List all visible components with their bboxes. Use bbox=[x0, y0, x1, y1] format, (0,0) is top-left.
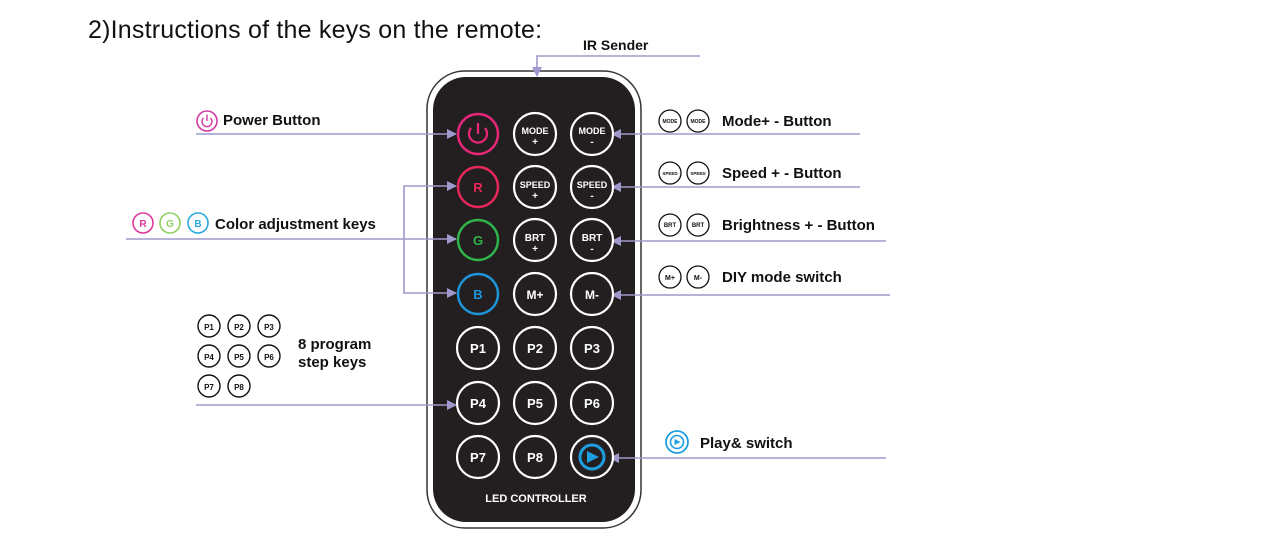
legend-diy-icons: M+ M- bbox=[658, 265, 710, 289]
svg-text:M-: M- bbox=[694, 275, 703, 282]
svg-text:P5: P5 bbox=[234, 353, 244, 362]
svg-text:+: + bbox=[532, 244, 538, 255]
color-keys-label: Color adjustment keys bbox=[215, 216, 376, 233]
remote-footer: LED CONTROLLER bbox=[485, 493, 586, 505]
svg-text:M+: M+ bbox=[665, 275, 675, 282]
ir-sender-label: IR Sender bbox=[583, 37, 649, 53]
legend-pair-icons: MODE MODE SPEED SPEED BRT BRT M+ M- bbox=[658, 109, 710, 289]
legend-brt-icons: BRT BRT bbox=[658, 213, 710, 237]
svg-text:-: - bbox=[590, 137, 593, 148]
red-key[interactable]: R bbox=[456, 165, 500, 209]
svg-text:P3: P3 bbox=[264, 323, 274, 332]
legend-g-icon bbox=[159, 212, 181, 234]
play-switch-key[interactable] bbox=[569, 434, 615, 480]
svg-text:P7: P7 bbox=[204, 383, 214, 392]
mode-minus-key[interactable]: MODE - bbox=[569, 111, 615, 157]
svg-text:P8: P8 bbox=[234, 383, 244, 392]
brt-plus-key[interactable]: BRT + bbox=[512, 217, 558, 263]
svg-text:MODE: MODE bbox=[691, 119, 707, 125]
svg-text:P6: P6 bbox=[584, 396, 600, 411]
annotation-arrows bbox=[126, 55, 890, 463]
power-button-label: Power Button bbox=[223, 112, 321, 129]
program-key-p7[interactable]: P7 bbox=[455, 434, 501, 480]
diy-mode-label: DIY mode switch bbox=[722, 269, 842, 286]
svg-text:P4: P4 bbox=[204, 353, 214, 362]
svg-text:SPEED: SPEED bbox=[662, 171, 678, 176]
svg-text:R: R bbox=[139, 219, 147, 230]
legend-speed-icons: SPEED SPEED bbox=[658, 161, 710, 185]
svg-text:SPEED: SPEED bbox=[577, 180, 608, 190]
svg-text:BRT: BRT bbox=[582, 233, 603, 244]
svg-text:P2: P2 bbox=[234, 323, 244, 332]
svg-text:P7: P7 bbox=[470, 450, 486, 465]
brightness-button-label: Brightness + - Button bbox=[722, 217, 875, 234]
power-icon bbox=[467, 127, 489, 144]
svg-text:B: B bbox=[194, 219, 201, 230]
blue-arrow bbox=[403, 239, 457, 298]
svg-text:M-: M- bbox=[585, 288, 599, 302]
program-key-p2[interactable]: P2 bbox=[512, 325, 558, 371]
svg-text:P1: P1 bbox=[204, 323, 214, 332]
program-keys-label-line2: step keys bbox=[298, 354, 367, 371]
play-icon bbox=[587, 451, 599, 463]
svg-text:P2: P2 bbox=[527, 341, 543, 356]
svg-text:P5: P5 bbox=[527, 396, 543, 411]
program-key-p4[interactable]: P4 bbox=[455, 380, 501, 426]
svg-text:MODE: MODE bbox=[579, 126, 606, 136]
legend-program-icons: P1 P2 P3 P4 P5 P6 P7 P8 bbox=[197, 314, 281, 398]
svg-text:SPEED: SPEED bbox=[690, 171, 706, 176]
legend-rgb-icons: R G B bbox=[132, 212, 209, 234]
svg-text:P8: P8 bbox=[527, 450, 543, 465]
speed-button-label: Speed + - Button bbox=[722, 165, 842, 182]
mode-button-label: Mode+ - Button bbox=[722, 113, 832, 130]
svg-text:B: B bbox=[473, 287, 482, 302]
program-key-p1[interactable]: P1 bbox=[455, 325, 501, 371]
green-key[interactable]: G bbox=[456, 218, 500, 262]
program-key-p8[interactable]: P8 bbox=[512, 434, 558, 480]
svg-text:G: G bbox=[473, 233, 483, 248]
speed-minus-key[interactable]: SPEED - bbox=[569, 164, 615, 210]
legend-mode-icons: MODE MODE bbox=[658, 109, 710, 133]
svg-text:MODE: MODE bbox=[522, 126, 549, 136]
svg-text:R: R bbox=[473, 180, 483, 195]
brt-minus-key[interactable]: BRT - bbox=[569, 217, 615, 263]
svg-text:BRT: BRT bbox=[664, 223, 677, 229]
power-key[interactable] bbox=[456, 112, 500, 156]
speed-plus-key[interactable]: SPEED + bbox=[512, 164, 558, 210]
program-keys-label-line1: 8 program bbox=[298, 336, 372, 353]
svg-text:P1: P1 bbox=[470, 341, 486, 356]
svg-text:BRT: BRT bbox=[692, 223, 705, 229]
ir-sender-arrow bbox=[532, 55, 700, 77]
legend-b-icon bbox=[187, 212, 209, 234]
blue-key[interactable]: B bbox=[456, 272, 500, 316]
mode-plus-key[interactable]: MODE + bbox=[512, 111, 558, 157]
legend-power-icon bbox=[196, 110, 218, 132]
svg-text:MODE: MODE bbox=[663, 119, 679, 125]
svg-text:M+: M+ bbox=[526, 288, 543, 302]
svg-text:P6: P6 bbox=[264, 353, 274, 362]
m-minus-key[interactable]: M- bbox=[569, 271, 615, 317]
svg-text:G: G bbox=[166, 219, 174, 230]
svg-text:-: - bbox=[590, 191, 593, 202]
m-plus-key[interactable]: M+ bbox=[512, 271, 558, 317]
legend-play-icon bbox=[665, 430, 689, 454]
svg-text:SPEED: SPEED bbox=[520, 180, 551, 190]
program-key-p3[interactable]: P3 bbox=[569, 325, 615, 371]
svg-text:BRT: BRT bbox=[525, 233, 546, 244]
program-key-p5[interactable]: P5 bbox=[512, 380, 558, 426]
svg-text:+: + bbox=[532, 191, 538, 202]
legend-r-icon bbox=[132, 212, 154, 234]
red-arrow bbox=[403, 181, 457, 239]
svg-text:-: - bbox=[590, 244, 593, 255]
play-switch-label: Play& switch bbox=[700, 435, 793, 452]
page-title: 2)Instructions of the keys on the remote… bbox=[88, 16, 543, 44]
program-key-p6[interactable]: P6 bbox=[569, 380, 615, 426]
svg-text:P3: P3 bbox=[584, 341, 600, 356]
svg-text:P4: P4 bbox=[470, 396, 487, 411]
svg-text:+: + bbox=[532, 137, 538, 148]
